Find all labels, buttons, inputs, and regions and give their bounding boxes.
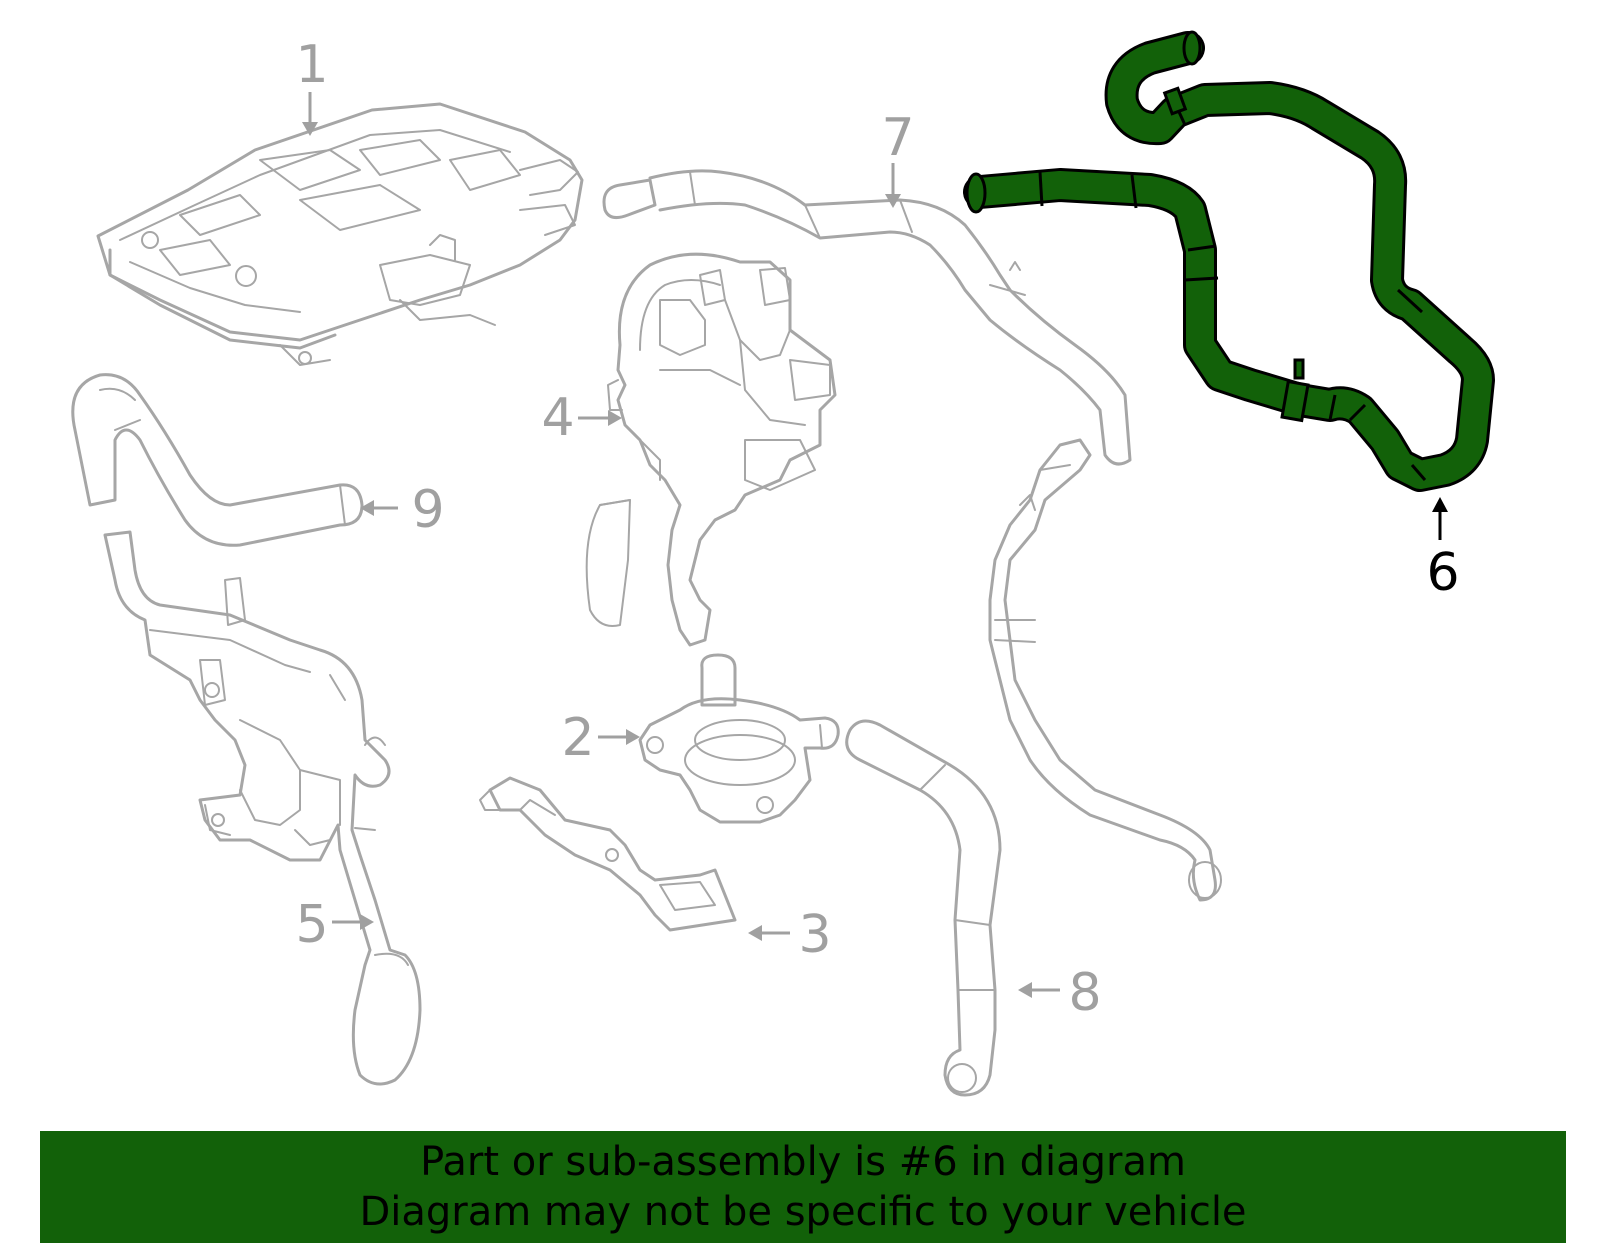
callout-4: 4	[541, 388, 622, 448]
callout-1: 1	[295, 35, 329, 136]
part-3-bracket	[479, 776, 737, 932]
callout-label: 9	[411, 480, 444, 540]
callout-label: 7	[881, 108, 914, 168]
part-8-hose	[845, 719, 1002, 1097]
callout-label: 5	[295, 895, 328, 955]
part-7-lower-hose	[988, 438, 1222, 902]
callout-label: 8	[1068, 963, 1101, 1023]
part-7-hose	[602, 169, 1132, 466]
banner-line-2: Diagram may not be specific to your vehi…	[359, 1189, 1247, 1235]
callout-2: 2	[561, 708, 640, 768]
callout-label: 1	[295, 35, 328, 95]
banner-line-1: Part or sub-assembly is #6 in diagram	[420, 1139, 1186, 1185]
callout-label: 3	[798, 905, 831, 965]
part-2-water-pump	[638, 653, 840, 824]
part-6-highlighted-hose	[963, 30, 1495, 492]
callout-label: 2	[561, 708, 594, 768]
part-9-hose	[71, 373, 364, 547]
callout-label: 4	[541, 388, 574, 448]
part-1-inverter-unit	[96, 102, 584, 366]
part-5-pipe-assembly	[103, 530, 422, 1086]
callout-7: 7	[881, 108, 915, 208]
callout-8: 8	[1018, 963, 1102, 1023]
callout-label: 6	[1426, 543, 1459, 603]
callout-6: 6	[1426, 497, 1460, 603]
info-banner: Part or sub-assembly is #6 in diagram Di…	[40, 1131, 1566, 1243]
callout-9: 9	[360, 480, 445, 540]
callout-3: 3	[748, 905, 832, 965]
callout-5: 5	[295, 895, 374, 955]
part-4-pump-assembly	[585, 252, 837, 647]
